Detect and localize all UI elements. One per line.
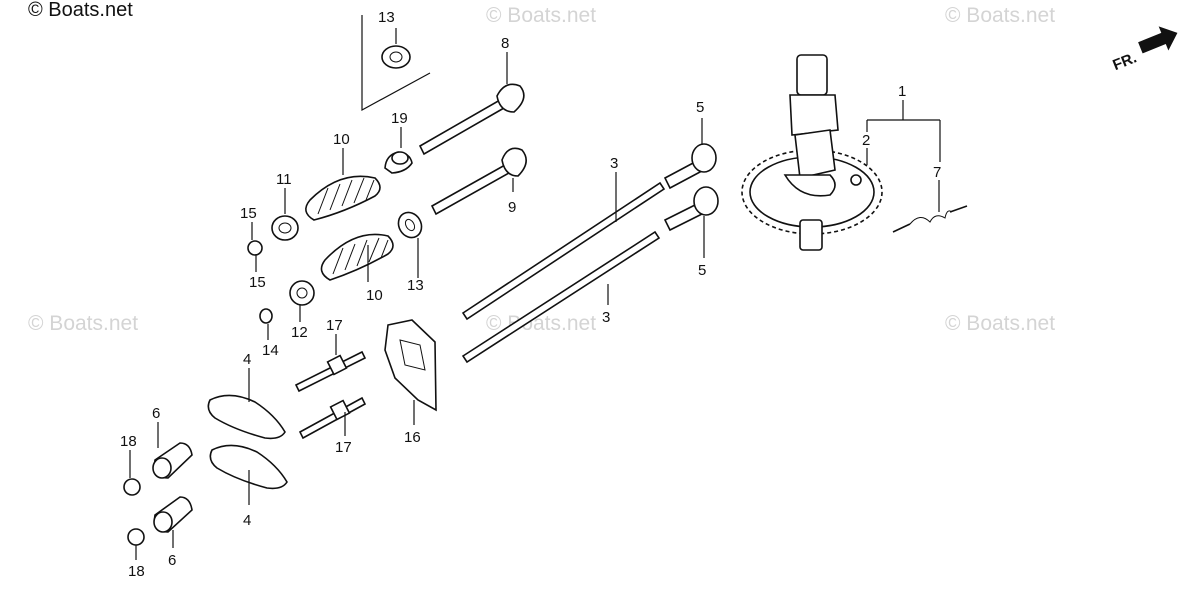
copyright-text: © Boats.net bbox=[28, 0, 133, 21]
adjusting-nut bbox=[247, 240, 263, 256]
push-rod-guide-plate bbox=[384, 319, 437, 412]
label-6-upper: 6 bbox=[152, 405, 160, 422]
watermark-top-center: © Boats.net bbox=[486, 4, 596, 27]
label-12: 12 bbox=[291, 324, 308, 341]
label-4-upper: 4 bbox=[243, 351, 251, 368]
spring-retainer-exhaust bbox=[289, 280, 315, 306]
label-10-lower: 10 bbox=[366, 287, 383, 304]
pivot-nut-upper bbox=[123, 478, 141, 496]
label-5-upper: 5 bbox=[696, 99, 704, 116]
label-18-upper: 18 bbox=[120, 433, 137, 450]
rocker-arm-upper bbox=[207, 394, 286, 440]
label-19: 19 bbox=[391, 110, 408, 127]
rocker-pivot-upper bbox=[152, 442, 193, 479]
label-7: 7 bbox=[933, 164, 941, 181]
part-labels: 13 8 9 19 10 10 11 15 15 12 14 13 3 3 5 … bbox=[120, 9, 941, 580]
label-13-lower: 13 bbox=[407, 277, 424, 294]
watermark-mid-right: © Boats.net bbox=[945, 312, 1055, 335]
watermarks: © Boats.net © Boats.net © Boats.net © Bo… bbox=[28, 4, 1055, 335]
label-17-lower: 17 bbox=[335, 439, 352, 456]
label-3-upper: 3 bbox=[610, 155, 618, 172]
valve-stem-seal bbox=[384, 151, 413, 174]
leader-lines bbox=[129, 28, 941, 560]
push-rod-upper bbox=[461, 181, 666, 321]
label-13-upper: 13 bbox=[378, 9, 395, 26]
spring-retainer bbox=[271, 215, 299, 241]
front-direction-label: FR. bbox=[1110, 49, 1139, 74]
rocker-pivot-lower bbox=[153, 496, 193, 533]
label-1: 1 bbox=[898, 83, 906, 100]
label-10-upper: 10 bbox=[333, 131, 350, 148]
front-direction-arrow-icon bbox=[1138, 26, 1178, 54]
valve-washer-upper bbox=[381, 45, 411, 69]
label-14: 14 bbox=[262, 342, 279, 359]
camshaft-gear bbox=[741, 54, 883, 251]
label-16: 16 bbox=[404, 429, 421, 446]
valve-group-bracket bbox=[361, 15, 431, 112]
rocker-stud-lower bbox=[298, 396, 367, 440]
valve-cotter bbox=[259, 308, 273, 324]
valve-spring-lower bbox=[320, 233, 394, 281]
label-8: 8 bbox=[501, 35, 509, 52]
label-17-upper: 17 bbox=[326, 317, 343, 334]
label-15-upper: 15 bbox=[240, 205, 257, 222]
label-15-lower: 15 bbox=[249, 274, 266, 291]
rocker-arm-lower bbox=[209, 444, 288, 490]
pivot-nut-lower bbox=[127, 528, 145, 546]
label-2: 2 bbox=[862, 132, 870, 149]
governor-spring bbox=[892, 205, 968, 233]
label-3-lower: 3 bbox=[602, 309, 610, 326]
label-4-lower: 4 bbox=[243, 512, 251, 529]
intake-valve bbox=[430, 147, 527, 216]
label-9: 9 bbox=[508, 199, 516, 216]
watermark-mid-left: © Boats.net bbox=[28, 312, 138, 335]
rocker-stud-upper bbox=[294, 350, 367, 393]
label-18-lower: 18 bbox=[128, 563, 145, 580]
label-6-lower: 6 bbox=[168, 552, 176, 569]
valve-lifter-upper bbox=[663, 143, 717, 190]
label-5-lower: 5 bbox=[698, 262, 706, 279]
valve-washer-lower bbox=[397, 211, 423, 239]
watermark-top-right: © Boats.net bbox=[945, 4, 1055, 27]
label-11: 11 bbox=[276, 171, 292, 188]
valve-lifter-lower bbox=[663, 186, 719, 232]
valve-spring-upper bbox=[305, 175, 381, 221]
push-rod-lower bbox=[461, 230, 661, 364]
exhaust-valve bbox=[418, 83, 525, 156]
